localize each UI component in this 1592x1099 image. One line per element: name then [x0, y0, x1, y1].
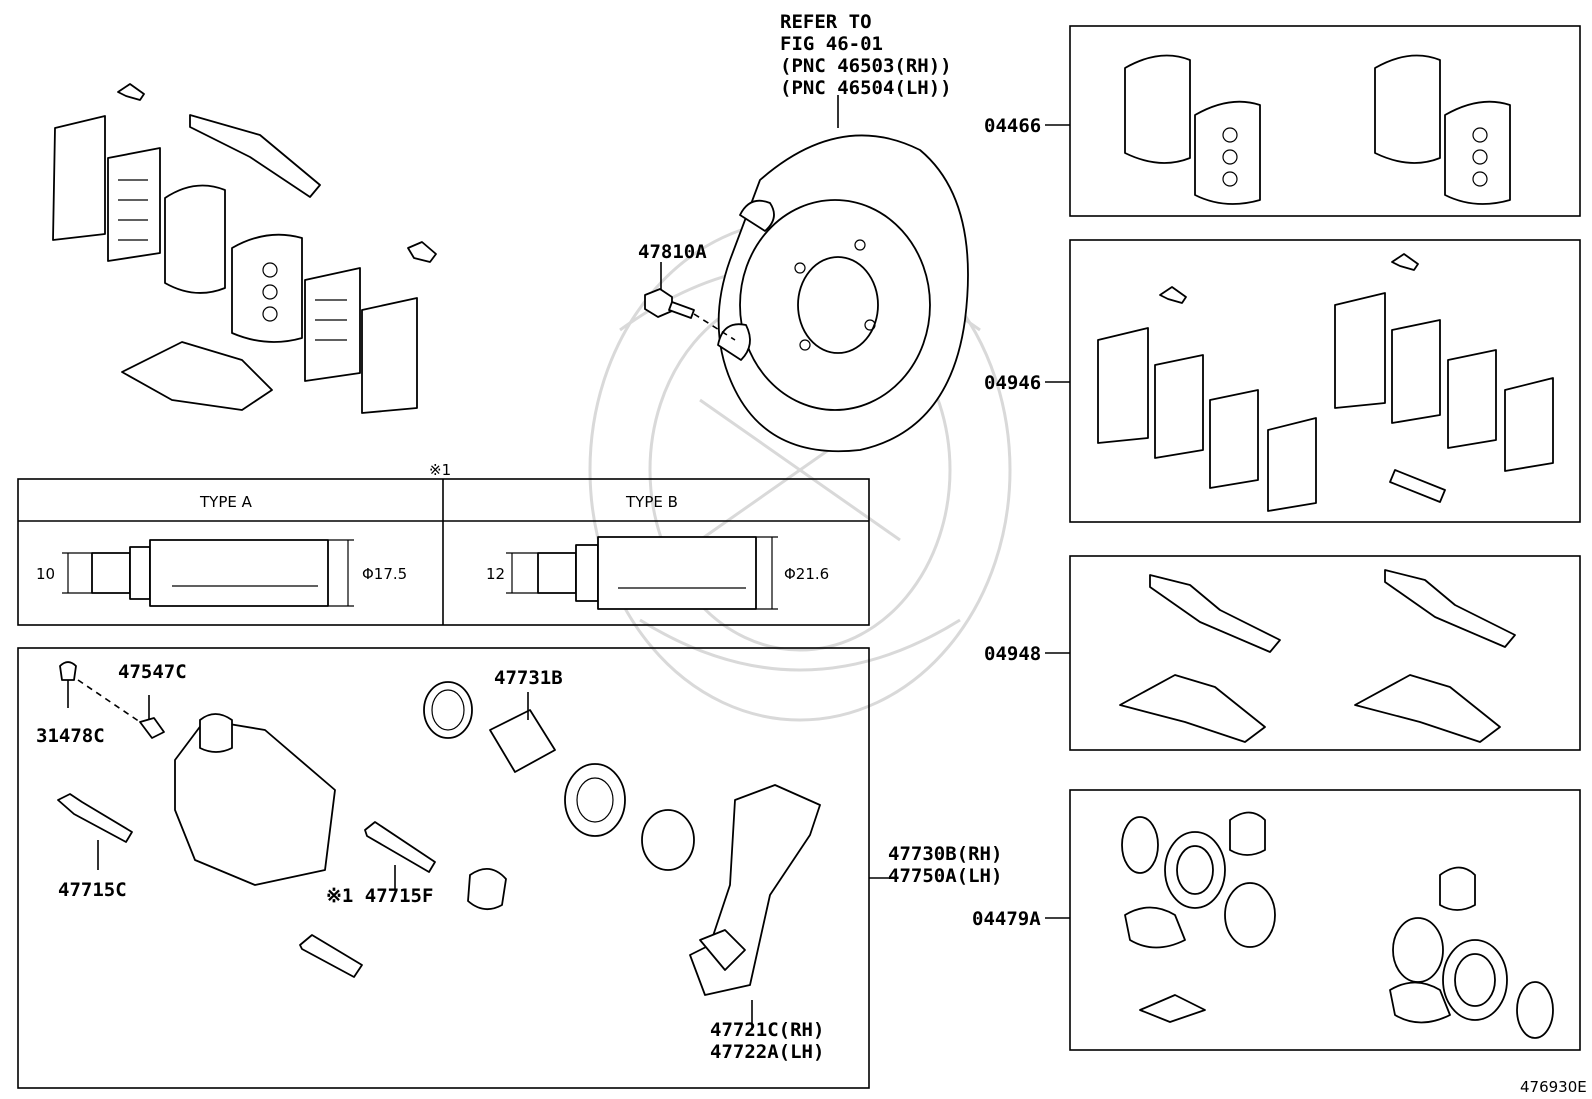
seal-kit-04479a	[1121, 811, 1554, 1039]
label-47722a: 47722A(LH)	[710, 1041, 824, 1063]
type-a-dim-small: 10	[36, 565, 55, 583]
label-47547c: 47547C	[118, 661, 187, 683]
label-47715c: 47715C	[58, 879, 127, 901]
type-table	[17, 478, 870, 626]
label-04466: 04466	[984, 115, 1041, 137]
label-04946: 04946	[984, 372, 1041, 394]
box-04946	[1069, 239, 1581, 523]
figure-id: 476930E	[1520, 1078, 1587, 1096]
backing-plate	[717, 95, 969, 453]
type-b-dim-small: 12	[486, 565, 505, 583]
label-47730b: 47730B(RH)	[888, 843, 1002, 865]
pads-04466	[1124, 54, 1511, 205]
type-table-marker: ※1	[429, 461, 451, 479]
box-caliper	[17, 647, 870, 1089]
type-a-header: TYPE A	[199, 493, 253, 511]
refer-note-line2: FIG 46-01	[780, 33, 883, 55]
label-04479a: 04479A	[972, 908, 1041, 930]
caliper-assembly	[57, 661, 893, 1030]
type-a-dim-dia: Φ17.5	[362, 565, 407, 583]
label-47750a: 47750A(LH)	[888, 865, 1002, 887]
label-47731b: 47731B	[494, 667, 563, 689]
refer-note-line3: (PNC 46503(RH))	[780, 55, 952, 77]
label-47715f: ※1 47715F	[326, 885, 433, 907]
refer-note-line4: (PNC 46504(LH))	[780, 77, 952, 99]
box-04948	[1069, 555, 1581, 751]
type-b-header: TYPE B	[625, 493, 678, 511]
shims-04946	[1097, 253, 1554, 512]
box-04466	[1069, 25, 1581, 217]
pad-set-exploded	[52, 83, 437, 414]
label-47721c: 47721C(RH)	[710, 1019, 824, 1041]
label-31478c: 31478C	[36, 725, 105, 747]
label-04948: 04948	[984, 643, 1041, 665]
type-b-dim-dia: Φ21.6	[784, 565, 829, 583]
label-47810a: 47810A	[638, 241, 707, 263]
box-04479a	[1069, 789, 1581, 1051]
bolt-47810a	[644, 262, 736, 341]
clips-04948	[1119, 569, 1516, 743]
refer-note-line1: REFER TO	[780, 11, 872, 33]
